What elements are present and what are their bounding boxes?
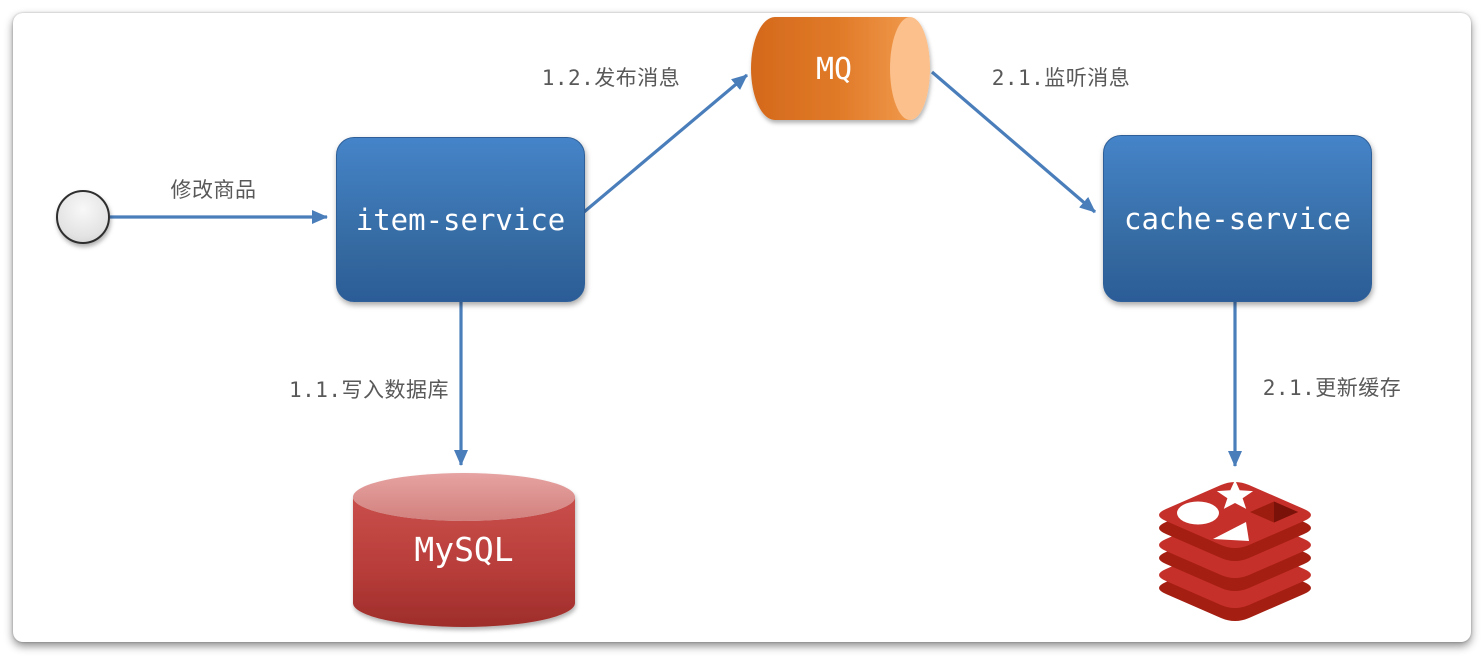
edge-label-listen-message: 2.1.监听消息: [991, 66, 1131, 90]
diagram-shapes-layer: [56, 17, 1311, 627]
item-service-node: item-service: [336, 137, 585, 302]
mysql-cylinder: [353, 473, 575, 627]
edge-label-modify-item: 修改商品: [170, 178, 257, 202]
mq-cylinder-body: [751, 17, 910, 120]
edge-label-write-database: 1.1.写入数据库: [288, 378, 450, 402]
arrow-mq-to-cache-service: [930, 70, 1097, 214]
edge-label-update-cache: 2.1.更新缓存: [1262, 376, 1402, 400]
cache-service-label: cache-service: [1124, 201, 1351, 236]
mysql-cylinder-body: [353, 497, 575, 627]
start-circle: [56, 190, 110, 244]
mq-cylinder: [751, 17, 930, 120]
diagram-canvas: item-service cache-service MQ MySQL 修改商品…: [13, 13, 1471, 642]
edges-group: [110, 70, 1242, 467]
edge-label-publish-message: 1.2.发布消息: [541, 66, 681, 90]
mysql-cylinder-top: [353, 473, 575, 521]
redis-ellipse-shape: [1177, 501, 1219, 525]
mq-cylinder-cap: [890, 17, 930, 120]
redis-hole-depth: [1274, 501, 1298, 523]
redis-icon: [1159, 480, 1311, 621]
redis-star-shape: [1216, 480, 1254, 509]
redis-triangle-shape: [1213, 522, 1249, 541]
arrow-item-service-to-mq: [582, 73, 749, 214]
cache-service-node: cache-service: [1103, 135, 1372, 302]
mq-label: MQ: [815, 51, 853, 87]
mysql-label: MySQL: [414, 529, 514, 569]
item-service-label: item-service: [355, 202, 566, 237]
